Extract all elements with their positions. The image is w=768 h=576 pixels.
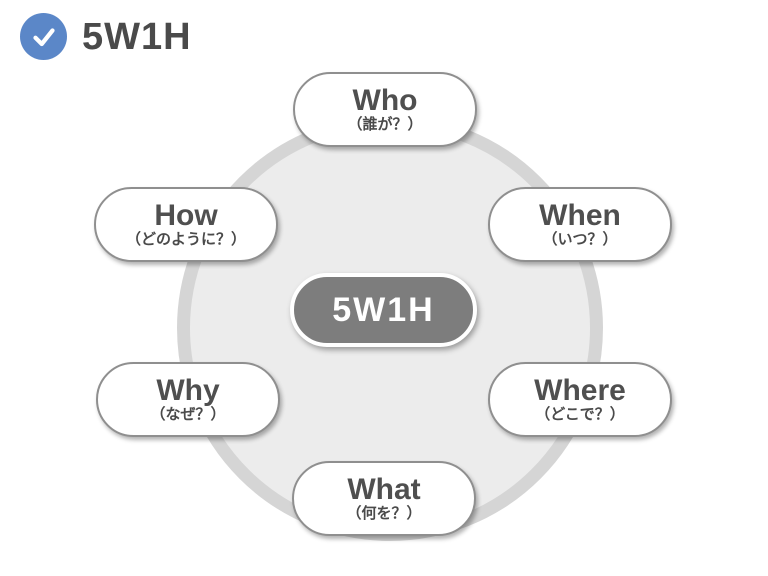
node-when: When （いつ？） bbox=[488, 187, 672, 262]
node-how: How （どのように？） bbox=[94, 187, 278, 262]
node-how-sublabel: （どのように？） bbox=[125, 231, 246, 249]
center-node-label: 5W1H bbox=[332, 291, 435, 329]
node-who-label: Who bbox=[352, 83, 418, 117]
node-how-label: How bbox=[154, 198, 218, 232]
node-why-label: Why bbox=[156, 373, 220, 407]
node-why: Why （なぜ？） bbox=[96, 362, 280, 437]
page-title: 5W1H bbox=[82, 15, 192, 58]
center-node: 5W1H bbox=[290, 273, 477, 347]
node-when-label: When bbox=[539, 198, 621, 232]
node-what: What （何を？） bbox=[292, 461, 476, 536]
node-where-sublabel: （どこで？） bbox=[535, 406, 625, 424]
check-circle-icon bbox=[20, 13, 67, 60]
node-where-label: Where bbox=[534, 373, 626, 407]
header: 5W1H bbox=[20, 13, 192, 60]
node-who-sublabel: （誰が？） bbox=[347, 116, 423, 134]
node-what-sublabel: （何を？） bbox=[346, 505, 422, 523]
node-who: Who （誰が？） bbox=[293, 72, 477, 147]
node-when-sublabel: （いつ？） bbox=[542, 231, 618, 249]
node-why-sublabel: （なぜ？） bbox=[150, 406, 226, 424]
node-what-label: What bbox=[347, 472, 421, 506]
node-where: Where （どこで？） bbox=[488, 362, 672, 437]
